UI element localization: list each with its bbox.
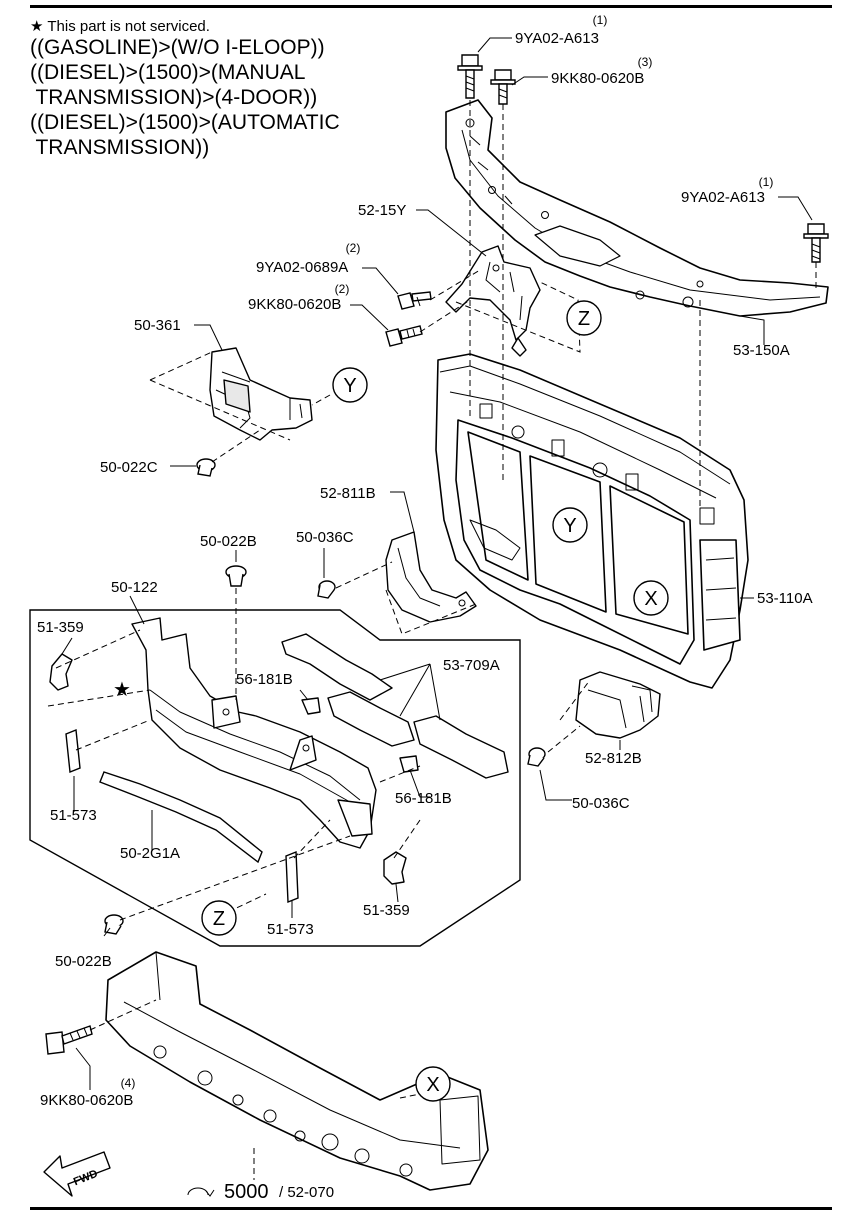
part-label: 56-181B xyxy=(395,790,452,807)
bolt-icons xyxy=(45,54,829,1055)
part-label: 9KK80-0620B xyxy=(248,296,341,313)
clip-icon xyxy=(317,580,336,599)
part-label: 9KK80-0620B xyxy=(551,70,644,87)
part-label: 50-2G1A xyxy=(120,845,180,862)
callout-y-circle xyxy=(552,507,588,543)
callout-z-circle xyxy=(566,300,602,336)
qty-label: (4) xyxy=(121,1076,136,1090)
part-label: 9KK80-0620B xyxy=(40,1092,133,1109)
star-icon: ★ xyxy=(30,18,44,35)
reference-arrow-icon xyxy=(187,1187,209,1196)
bracket-56-181b-b xyxy=(399,755,419,773)
deflector-52-811b-drawing xyxy=(385,531,477,623)
part-label: 50-122 xyxy=(111,579,158,596)
bolt-icon xyxy=(490,69,516,105)
callout-z-letter: Z xyxy=(213,908,225,930)
bracket-56-181b-a xyxy=(301,697,321,715)
part-label: 53-110A xyxy=(757,590,813,607)
part-labels: (1) 9YA02-A613 (3) 9KK80-0620B (1) 9YA02… xyxy=(37,13,813,1109)
bracket-52-15y-drawing xyxy=(445,245,541,357)
part-label: 9YA02-A613 xyxy=(681,189,765,206)
application-notes: ★ This part is not serviced. ((GASOLINE)… xyxy=(30,17,340,160)
dashed-reference-lines xyxy=(47,100,817,1180)
deflector-50-361-drawing xyxy=(209,347,313,441)
part-label: 50-022B xyxy=(55,953,112,970)
part-label: 50-361 xyxy=(134,317,181,334)
part-label: 53-709A xyxy=(443,657,500,674)
callout-x-letter: X xyxy=(426,1074,439,1096)
part-label: 51-573 xyxy=(267,921,314,938)
clip-icons xyxy=(104,458,546,935)
bracket-51-359-a xyxy=(49,653,73,691)
part-label: 50-036C xyxy=(572,795,630,812)
callout-z-circle xyxy=(201,900,237,936)
callout-circles xyxy=(201,300,669,1102)
condition-line: TRANSMISSION)>(4-DOOR)) xyxy=(30,86,318,109)
part-label: 50-022C xyxy=(100,459,158,476)
qty-label: (3) xyxy=(638,55,653,69)
condition-line: ((GASOLINE)>(W/O I-ELOOP)) xyxy=(30,36,325,59)
part-label: 51-359 xyxy=(363,902,410,919)
bolt-icon xyxy=(45,1025,93,1055)
page-subgroup: / 52-070 xyxy=(279,1184,334,1201)
page-number: 5000 xyxy=(224,1181,269,1203)
strip-50-2g1a-drawing xyxy=(99,771,263,864)
bracket-51-359-b xyxy=(383,851,407,885)
upper-member-drawing xyxy=(445,99,829,317)
qty-label: (1) xyxy=(759,175,774,189)
small-bracket-drawings xyxy=(49,653,419,885)
part-label: 52-811B xyxy=(320,485,376,502)
qty-label: (1) xyxy=(593,13,608,27)
page-reference: 5000 / 52-070 xyxy=(187,1181,334,1203)
part-label: 51-573 xyxy=(50,807,97,824)
condition-line: ((DIESEL)>(1500)>(AUTOMATIC xyxy=(30,111,340,134)
spacer-51-573-drawings xyxy=(65,729,299,904)
clip-icon xyxy=(104,914,124,935)
condition-line: TRANSMISSION)) xyxy=(30,136,210,159)
callout-x-circle xyxy=(633,580,669,616)
bumper-kit-outline xyxy=(29,609,521,947)
qty-label: (2) xyxy=(335,282,350,296)
bottom-border-rule xyxy=(30,1207,832,1210)
part-label: 50-036C xyxy=(296,529,354,546)
clip-icon xyxy=(225,565,247,587)
clip-icon xyxy=(196,458,216,477)
not-serviced-note: ★ This part is not serviced. xyxy=(30,18,210,35)
callout-x-letter: X xyxy=(644,588,657,610)
leader-lines xyxy=(61,37,813,1090)
qty-label: (2) xyxy=(346,241,361,255)
deflector-52-812b-drawing xyxy=(575,671,661,739)
callout-y-circle xyxy=(332,367,368,403)
part-label: 9YA02-0689A xyxy=(256,259,348,276)
star-marker: ★ xyxy=(113,679,131,701)
top-border-rule xyxy=(30,5,832,8)
part-label: 50-022B xyxy=(200,533,257,550)
condition-line: ((DIESEL)>(1500)>(MANUAL xyxy=(30,61,306,84)
part-label: 52-15Y xyxy=(358,202,406,219)
part-label: 51-359 xyxy=(37,619,84,636)
bolt-icon xyxy=(457,54,483,99)
bolt-icon xyxy=(397,291,432,310)
clip-icon xyxy=(527,747,546,767)
absorber-53-709a-drawings xyxy=(281,633,509,779)
callout-x-circle xyxy=(415,1066,451,1102)
callout-y-letter: Y xyxy=(343,375,356,397)
radiator-support-drawing xyxy=(435,353,749,689)
bumper-reinforcement-drawing xyxy=(105,951,489,1191)
part-label: 53-150A xyxy=(733,342,790,359)
bolt-icon xyxy=(385,325,423,347)
part-label: 9YA02-A613 xyxy=(515,30,599,47)
part-label: 56-181B xyxy=(236,671,293,688)
callout-z-letter: Z xyxy=(578,308,590,330)
forward-arrow-icon: FWD xyxy=(43,1151,111,1197)
bolt-icon xyxy=(803,223,829,263)
bumper-frame-50-122-drawing xyxy=(131,617,377,849)
part-label: 52-812B xyxy=(585,750,642,767)
callout-y-letter: Y xyxy=(563,515,576,537)
